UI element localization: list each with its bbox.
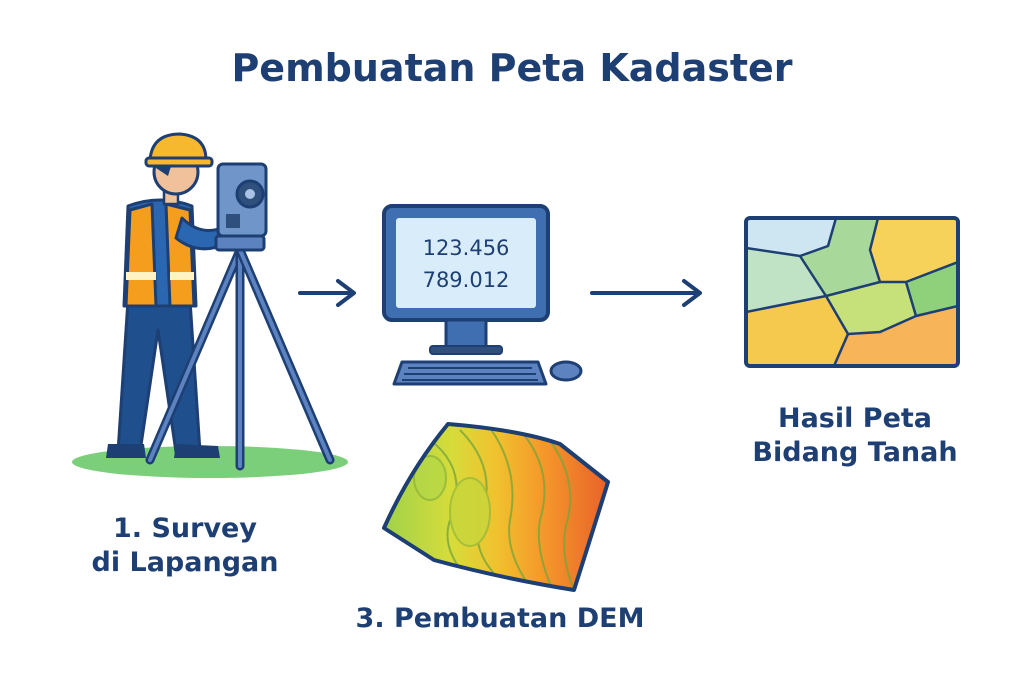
result-label-line2: Bidang Tanah: [752, 437, 958, 468]
dem-label: 3. Pembuatan DEM: [330, 602, 670, 636]
survey-label-line2: di Lapangan: [91, 547, 279, 578]
coordinate-value-1: 123.456: [422, 236, 510, 260]
arrow-right-icon: [590, 279, 702, 307]
surveyor-icon: [72, 132, 348, 478]
cadastral-map-icon: [744, 216, 960, 368]
arrow-right-icon: [298, 279, 356, 307]
computer-screen-values: 123.456 789.012: [396, 232, 536, 296]
dem-terrain-icon: [382, 422, 610, 592]
result-label: Hasil Peta Bidang Tanah: [720, 402, 990, 470]
dem-label-text: 3. Pembuatan DEM: [355, 603, 645, 634]
page-title: Pembuatan Peta Kadaster: [231, 46, 793, 90]
survey-label: 1. Survey di Lapangan: [70, 512, 300, 580]
computer-icon: [382, 204, 583, 386]
result-label-line1: Hasil Peta: [777, 403, 933, 434]
survey-label-line1: 1. Survey: [113, 513, 257, 544]
total-station-icon: [145, 162, 335, 471]
coordinate-value-2: 789.012: [422, 268, 510, 292]
